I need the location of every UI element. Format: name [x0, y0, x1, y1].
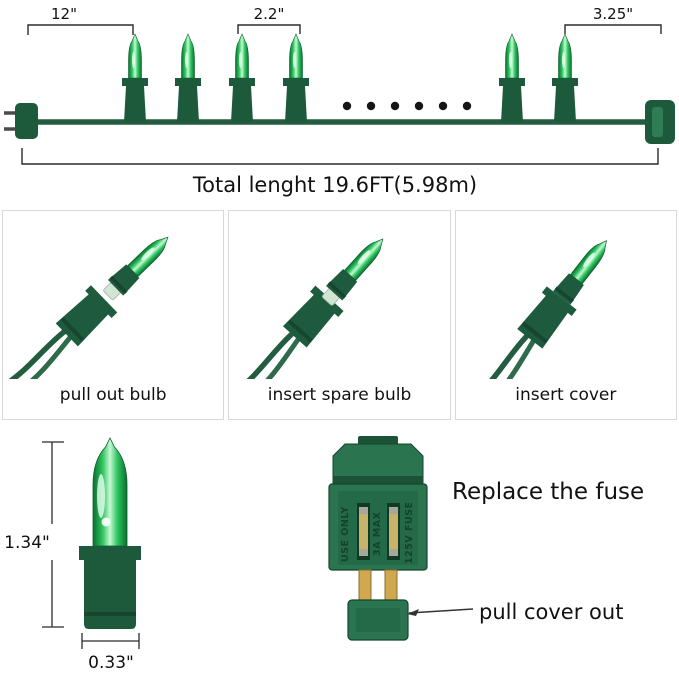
- fuse-windows: [357, 503, 400, 560]
- light-string-diagram: 12" 2.2" 3.25" Total lenght 19.6FT(5.98m…: [4, 5, 675, 197]
- step-panel-insert-cover: insert cover: [454, 210, 677, 420]
- dim-tail-label: 3.25": [593, 5, 633, 23]
- plug-prongs: [358, 569, 398, 605]
- step-label: pull out bulb: [59, 385, 167, 405]
- fuse-marking-left: USE ONLY: [340, 506, 351, 562]
- mini-bulb: [121, 33, 149, 123]
- dim-lead-label: 12": [51, 5, 77, 23]
- plug-icon: [4, 103, 38, 139]
- step-label: insert spare bulb: [267, 385, 412, 405]
- total-length-label: Total lenght 19.6FT(5.98m): [192, 173, 477, 197]
- mini-bulb: [498, 33, 526, 123]
- bulb-height-label: 1.34": [4, 533, 50, 553]
- insert-spare-bulb-figure: [229, 231, 392, 379]
- continuation-dots-icon: [342, 101, 472, 111]
- socket-with-wire: [3, 285, 117, 379]
- end-connector-icon: [645, 100, 675, 144]
- mini-bulb: [174, 33, 202, 123]
- step-panel-pull-out-bulb: pull out bulb: [2, 210, 225, 420]
- fuse-marking-right: 125V FUSE: [404, 501, 415, 564]
- plug-cover: [347, 599, 409, 641]
- mini-bulb: [551, 33, 579, 123]
- mini-bulb: [228, 33, 256, 123]
- mini-bulb: [282, 33, 310, 123]
- bulb: [107, 228, 177, 297]
- bulb-size-figure: [79, 437, 141, 629]
- fuse-marking-center: 3A MAX: [372, 511, 383, 556]
- fuse-plug-figure: USE ONLY 3A MAX 125V FUSE: [328, 436, 428, 641]
- bulb: [552, 233, 616, 306]
- step-panel-insert-spare-bulb: insert spare bulb: [228, 210, 451, 420]
- dimension-lines: [21, 24, 662, 165]
- dim-spacing-label: 2.2": [254, 5, 285, 23]
- bottom-section: 1.34" 0.33" USE ONLY 3A MAX 125: [4, 436, 644, 673]
- bulb: [325, 231, 392, 301]
- replace-fuse-title: Replace the fuse: [452, 479, 644, 505]
- callout-leader-line: [407, 608, 474, 616]
- pull-out-bulb-figure: [3, 228, 177, 379]
- pull-cover-out-label: pull cover out: [479, 600, 623, 624]
- bulb-width-label: 0.33": [88, 653, 134, 673]
- bulb-dimension-lines: [42, 441, 140, 649]
- insert-cover-figure: [456, 233, 616, 379]
- steps-row: pull out bulb insert spare bulb: [2, 210, 677, 420]
- socket-with-wire: [463, 286, 576, 379]
- step-label: insert cover: [515, 385, 617, 405]
